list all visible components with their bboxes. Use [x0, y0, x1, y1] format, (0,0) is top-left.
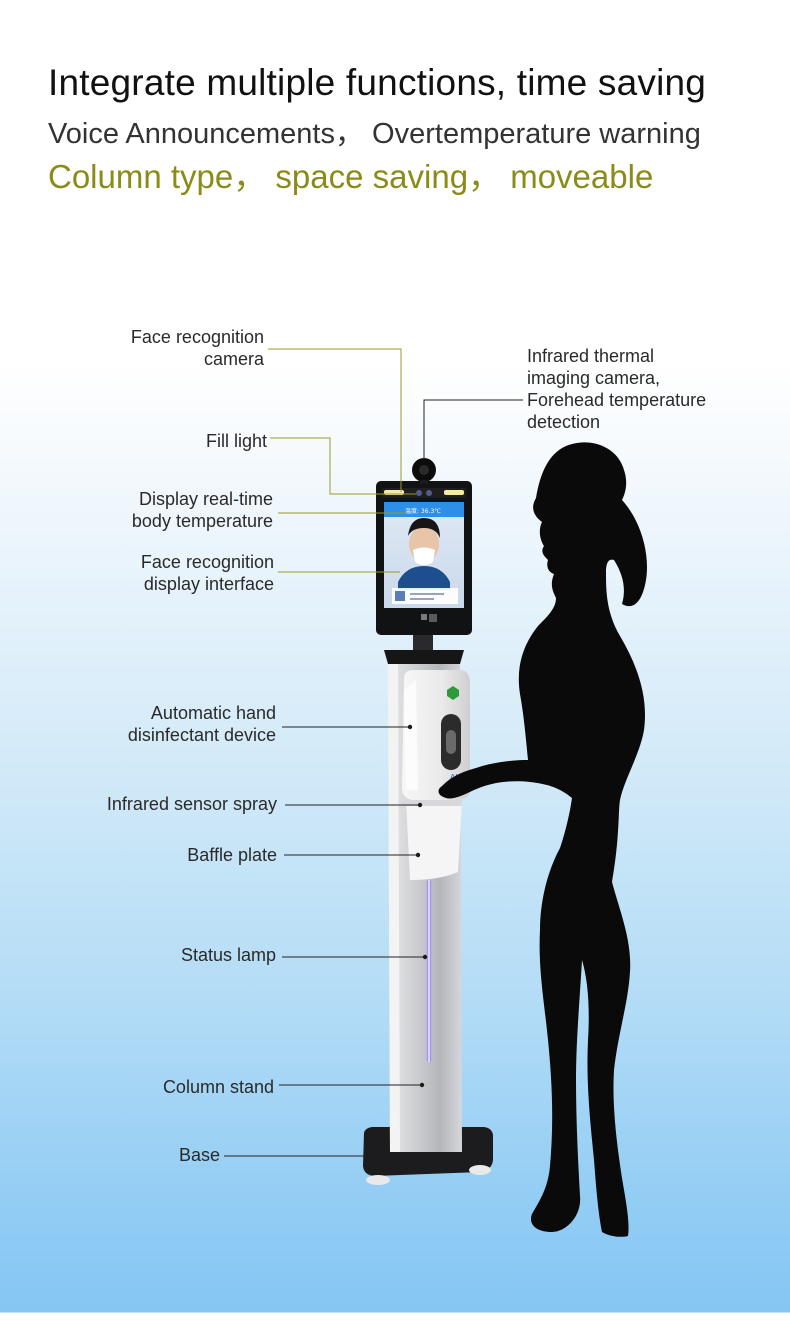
subtitle-features: Voice Announcements， Overtemperature war…: [48, 118, 701, 150]
label-infrared-sensor-spray: Infrared sensor spray: [106, 794, 277, 814]
screen-temp-readout: 温度: 36.3℃: [405, 507, 441, 515]
dark-leader-lines: [224, 399, 523, 1157]
olive-leader-lines: [268, 348, 416, 573]
label-column-stand: Column stand: [162, 1077, 274, 1097]
face-recognition-terminal: 温度: 36.3℃: [376, 458, 472, 635]
label-baffle-plate: Baffle plate: [187, 845, 277, 865]
page-title: Integrate multiple functions, time savin…: [48, 62, 707, 103]
screen-bracket: [384, 634, 464, 664]
disinfectant-dispenser: AUTO: [402, 670, 472, 880]
label-status-lamp: Status lamp: [180, 945, 276, 965]
woman-silhouette: [438, 442, 647, 1237]
leader-endpoints: [407, 724, 428, 1088]
subtitle-benefits: Column type， space saving， moveable: [48, 158, 654, 195]
label-fill-light: Fill light: [205, 431, 267, 451]
label-base: Base: [178, 1145, 220, 1165]
